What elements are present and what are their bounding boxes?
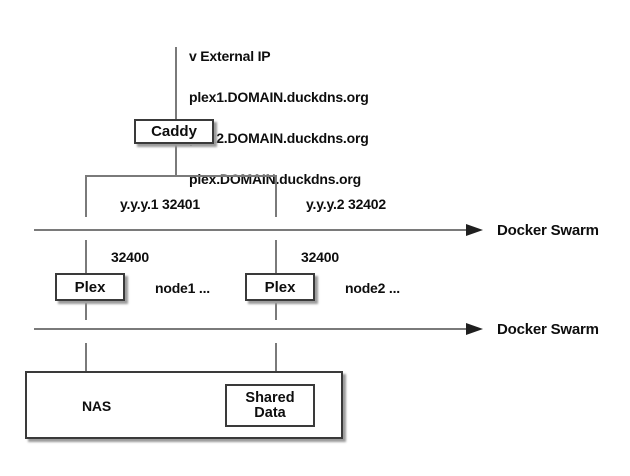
external-ip-block: v External IP plex1.DOMAIN.duckdns.org p… xyxy=(189,23,369,213)
branch-right-drop xyxy=(275,175,277,217)
swarm-top-line xyxy=(34,229,468,231)
connector-plex2-down xyxy=(275,303,277,320)
swarm-top-arrowhead-icon xyxy=(466,224,483,236)
caddy-label: Caddy xyxy=(151,123,197,140)
node1-label: node1 ... xyxy=(155,280,210,296)
connector-right-to-nas xyxy=(275,343,277,371)
external-ip-title: v External IP xyxy=(189,48,271,65)
connector-right-to-plex xyxy=(275,240,277,273)
caddy-node: Caddy xyxy=(134,119,214,144)
swarm-top-label: Docker Swarm xyxy=(497,222,599,239)
plex-right-label: Plex xyxy=(264,278,296,296)
nas-label: NAS xyxy=(82,398,111,414)
node2-label: node2 ... xyxy=(345,280,400,296)
branch-right-label: y.y.y.2 32402 xyxy=(306,196,386,212)
connector-left-to-plex xyxy=(85,240,87,273)
swarm-bottom-label: Docker Swarm xyxy=(497,321,599,338)
domain-plex1: plex1.DOMAIN.duckdns.org xyxy=(189,88,369,105)
branch-left-drop xyxy=(85,175,87,217)
connector-left-to-nas xyxy=(85,343,87,371)
shared-data-label: Shared Data xyxy=(245,389,295,421)
branch-bracket xyxy=(85,175,277,177)
plex-left-label: Plex xyxy=(74,278,106,296)
plex-node-1: Plex xyxy=(55,273,125,301)
plex-left-port: 32400 xyxy=(111,249,149,265)
shared-data-node: Shared Data xyxy=(225,384,315,427)
domain-plex2: plex2.DOMAIN.duckdns.org xyxy=(189,129,369,146)
plex-node-2: Plex xyxy=(245,273,315,301)
connector-caddy-to-branch xyxy=(175,144,177,175)
swarm-bottom-arrowhead-icon xyxy=(466,323,483,335)
connector-external-to-caddy xyxy=(175,47,177,119)
connector-plex1-down xyxy=(85,303,87,320)
plex-right-port: 32400 xyxy=(301,249,339,265)
nas-node: NAS Shared Data xyxy=(25,371,343,439)
branch-left-label: y.y.y.1 32401 xyxy=(120,196,200,212)
swarm-bottom-line xyxy=(34,328,468,330)
